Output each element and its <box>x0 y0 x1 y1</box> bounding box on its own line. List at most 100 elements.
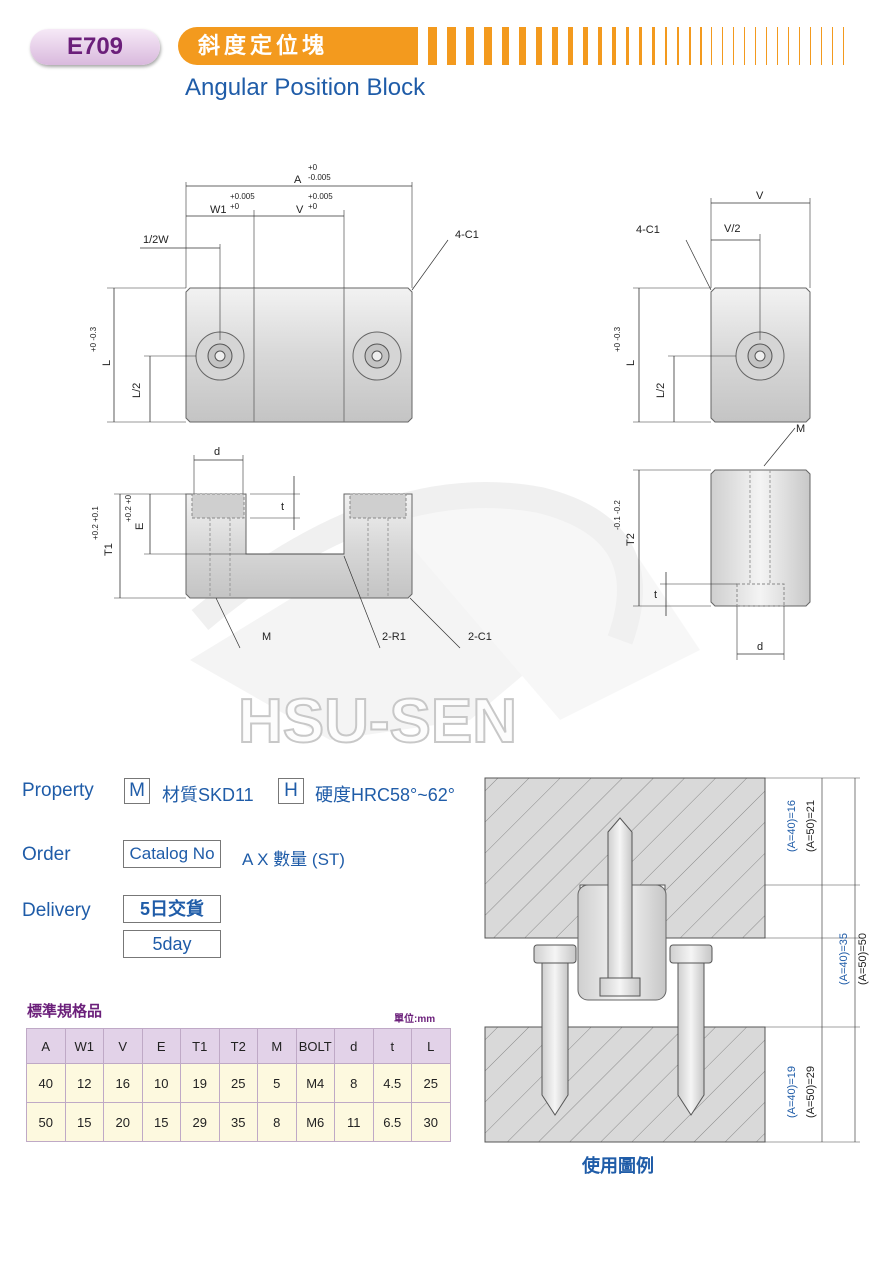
table-header-cell: t <box>372 1028 412 1064</box>
table-cell: 20 <box>103 1102 143 1142</box>
usage-dim-3b: (A=50)=29 <box>805 1066 817 1118</box>
order-label: Order <box>22 844 71 865</box>
table-cell: 5 <box>257 1063 297 1103</box>
table-header-cell: E <box>141 1028 181 1064</box>
front-view-top: A +0 -0.005 W1 +0.005 +0 V +0.005 +0 1/2… <box>89 163 479 423</box>
title-stripe <box>598 27 602 65</box>
title-stripe <box>832 27 833 65</box>
side-view-top: V V/2 4-C1 L +0 -0.3 L/2 M <box>613 190 811 467</box>
title-stripe <box>722 27 723 65</box>
title-stripe <box>519 27 526 65</box>
property-label: Property <box>22 780 94 801</box>
dim-A-tol-plus: +0 <box>308 163 318 172</box>
dim-side-chamfer: 4-C1 <box>636 224 660 236</box>
watermark-text: HSU-SEN <box>238 687 517 756</box>
title-stripe <box>843 27 844 65</box>
usage-caption: 使用圖例 <box>582 1156 654 1176</box>
dim-side-M: M <box>796 423 805 435</box>
title-stripe <box>665 27 667 65</box>
title-stripe <box>428 27 437 65</box>
table-header-cell: T2 <box>218 1028 258 1064</box>
dim-half-w: 1/2W <box>143 234 169 246</box>
title-stripe <box>711 27 712 65</box>
table-cell: 15 <box>141 1102 181 1142</box>
title-stripe <box>447 27 456 65</box>
table-row: 40 12 16 10 19 25 5 M4 8 4.5 25 <box>26 1063 451 1103</box>
hardness-code-box: H <box>278 778 304 804</box>
delivery-en-box: 5day <box>123 930 221 958</box>
usage-dim-1b: (A=50)=21 <box>805 800 817 852</box>
table-cell: 4.5 <box>372 1063 412 1103</box>
dim-side-t: t <box>654 589 657 601</box>
title-stripe <box>484 27 492 65</box>
title-stripe <box>821 27 822 65</box>
title-stripe <box>777 27 778 65</box>
right-bolt <box>677 962 705 1116</box>
title-stripe <box>466 27 474 65</box>
table-cell: M6 <box>295 1102 335 1142</box>
dim-d: d <box>214 446 220 458</box>
table-header-row: A W1 V E T1 T2 M BOLT d t L <box>26 1028 451 1064</box>
order-formula: A X 數量 (ST) <box>242 850 345 869</box>
table-cell: M4 <box>295 1063 335 1103</box>
title-stripe <box>408 27 418 65</box>
dim-side-half-L: L/2 <box>655 383 667 398</box>
title-stripe <box>502 27 509 65</box>
material-code-box: M <box>124 778 150 804</box>
table-header-cell: V <box>103 1028 143 1064</box>
table-cell: 19 <box>180 1063 220 1103</box>
table-header-cell: d <box>334 1028 374 1064</box>
dim-A-tol-minus: -0.005 <box>308 173 331 182</box>
dim-side-half-V: V/2 <box>724 223 741 235</box>
table-cell: 16 <box>103 1063 143 1103</box>
table-header-cell: BOLT <box>295 1028 335 1064</box>
dim-chamfer: 4-C1 <box>455 229 479 241</box>
dim-V-tol-plus: +0.005 <box>308 192 333 201</box>
table-cell: 29 <box>180 1102 220 1142</box>
title-stripe <box>652 27 655 65</box>
product-code-badge: E709 <box>30 29 160 65</box>
usage-dim-1a: (A=40)=16 <box>786 800 798 852</box>
spec-table: A W1 V E T1 T2 M BOLT d t L 40 12 16 10 … <box>26 1028 451 1142</box>
table-cell: 8 <box>334 1063 374 1103</box>
dim-half-L: L/2 <box>131 383 143 398</box>
dim-M: M <box>262 631 271 643</box>
dim-side-V: V <box>756 190 764 202</box>
upper-bolt-head <box>599 977 641 997</box>
table-cell: 35 <box>218 1102 258 1142</box>
delivery-zh-box: 5日交貨 <box>123 895 221 923</box>
title-stripe <box>799 27 800 65</box>
table-cell: 10 <box>141 1063 181 1103</box>
dim-bottom-chamfer: 2-C1 <box>468 631 492 643</box>
table-cell: 50 <box>26 1102 66 1142</box>
table-cell: 40 <box>26 1063 66 1103</box>
dim-L: L <box>101 360 113 366</box>
usage-dim-2a: (A=40)=35 <box>838 933 850 985</box>
table-header-cell: W1 <box>64 1028 104 1064</box>
table-cell: 15 <box>64 1102 104 1142</box>
title-stripe <box>788 27 789 65</box>
product-title-en: Angular Position Block <box>185 74 426 101</box>
front-view-bottom: d t T1 +0.2 +0.1 E +0.2 +0 M 2-R1 2-C1 <box>91 446 492 649</box>
table-row: 50 15 20 15 29 35 8 M6 11 6.5 30 <box>26 1102 451 1142</box>
hardness-text: 硬度HRC58°~62° <box>315 785 455 805</box>
usage-illustration: (A=40)=16 (A=50)=21 (A=40)=35 (A=50)=50 … <box>484 777 869 1143</box>
title-stripe <box>536 27 542 65</box>
title-stripe <box>689 27 691 65</box>
title-stripe <box>700 27 702 65</box>
table-header-cell: T1 <box>180 1028 220 1064</box>
dim-W1: W1 <box>210 204 227 216</box>
title-stripe <box>568 27 573 65</box>
spec-table-unit: 單位:mm <box>394 1014 436 1025</box>
title-stripe <box>766 27 767 65</box>
dim-E: E <box>134 523 146 530</box>
dim-T2-tol: -0.1 -0.2 <box>613 500 622 530</box>
dim-radius: 2-R1 <box>382 631 406 643</box>
title-stripe <box>677 27 679 65</box>
table-cell: 12 <box>64 1063 104 1103</box>
dim-side-L: L <box>625 360 637 366</box>
material-text: 材質SKD11 <box>162 785 254 805</box>
dim-T1: T1 <box>103 543 115 556</box>
table-cell: 25 <box>218 1063 258 1103</box>
dim-L-tol: +0 -0.3 <box>89 326 98 352</box>
